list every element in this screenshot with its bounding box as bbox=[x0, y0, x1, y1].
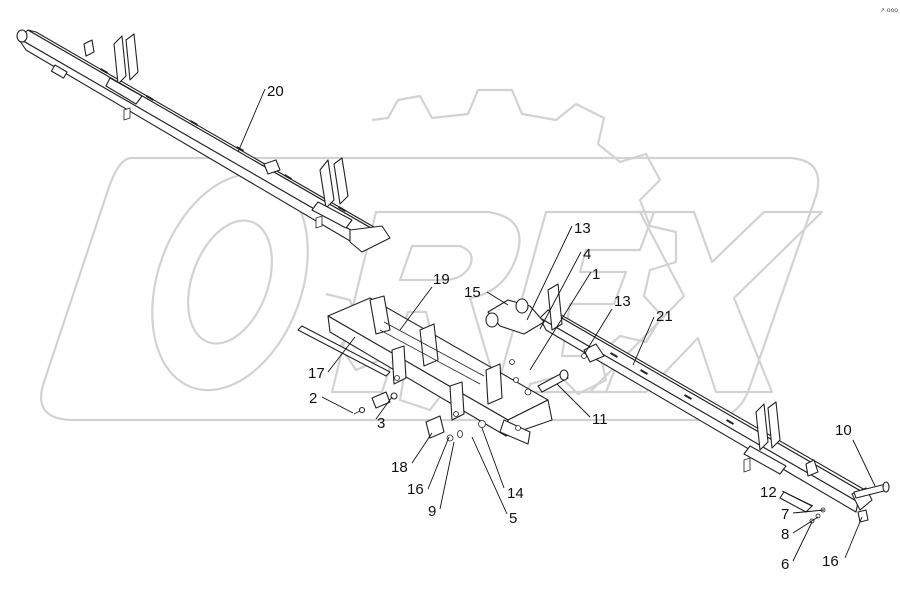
callout-label-c16b: 16 bbox=[822, 553, 839, 570]
corner-mark: ↗ ooo bbox=[880, 7, 898, 14]
part-10-end-pin bbox=[853, 481, 890, 499]
callout-labels: 20 13 41 15 19 13 21 17 2 3 11 18 16 14 9 5 10 127 8 6 16 bbox=[237, 83, 876, 573]
callout-label-c17: 17 bbox=[308, 365, 325, 382]
callout-leader-c7 bbox=[792, 509, 825, 514]
part-3-block bbox=[371, 391, 391, 409]
callout-leader-c12 bbox=[781, 490, 814, 507]
callout-leader-c13b bbox=[584, 308, 613, 354]
part-8-washer bbox=[815, 513, 821, 519]
callout-leader-c17 bbox=[327, 336, 356, 373]
callout-label-c18: 18 bbox=[391, 459, 408, 476]
part-3-nut bbox=[390, 392, 398, 400]
callout-label-c16a: 16 bbox=[407, 481, 424, 498]
callout-leader-c6 bbox=[792, 521, 813, 562]
callout-leader-c1 bbox=[529, 271, 592, 371]
callout-label-c12: 12 bbox=[760, 484, 777, 501]
callout-leader-c16b bbox=[844, 516, 863, 559]
part-16-nut-a bbox=[446, 434, 454, 442]
callout-label-c21: 21 bbox=[656, 308, 673, 325]
part-18-block bbox=[425, 415, 445, 439]
callout-label-c10: 10 bbox=[835, 422, 852, 439]
callout-label-c6: 6 bbox=[781, 556, 789, 573]
part-4-bolt bbox=[513, 377, 519, 383]
small-hardware bbox=[353, 353, 869, 524]
callout-label-c19: 19 bbox=[433, 271, 450, 288]
callout-label-c13b: 13 bbox=[614, 293, 631, 310]
callout-leader-c18 bbox=[411, 432, 433, 464]
part-19-center-frame bbox=[327, 295, 553, 445]
callout-label-c14: 14 bbox=[507, 485, 524, 502]
callout-label-c7: 7 bbox=[781, 506, 789, 523]
callout-leader-c3 bbox=[375, 396, 393, 420]
callout-label-c11: 11 bbox=[592, 411, 608, 428]
callout-leader-c9 bbox=[439, 441, 455, 510]
callout-leader-c4 bbox=[539, 251, 582, 330]
callout-label-c3: 3 bbox=[377, 415, 385, 432]
callout-label-c20: 20 bbox=[267, 83, 284, 100]
callout-leader-c15 bbox=[486, 291, 509, 306]
callout-leader-c13a bbox=[526, 225, 573, 321]
part-16-nut-b bbox=[857, 509, 869, 523]
part-21-lower-beam bbox=[539, 309, 873, 513]
part-15-bracket bbox=[485, 283, 563, 335]
callout-label-c15: 15 bbox=[464, 284, 481, 301]
callout-leader-c16a bbox=[427, 436, 450, 490]
callout-leader-c2 bbox=[321, 396, 354, 414]
callout-leader-c11 bbox=[556, 383, 591, 418]
callout-label-c5: 5 bbox=[509, 510, 517, 527]
watermark-gear-icon bbox=[325, 88, 678, 414]
callout-label-c8: 8 bbox=[781, 526, 789, 543]
callout-leader-c21 bbox=[632, 316, 655, 366]
part-13-screw-b bbox=[581, 353, 587, 359]
part-1-nut bbox=[524, 388, 532, 396]
callout-leader-c20 bbox=[237, 88, 266, 153]
part-20-upper-beam bbox=[16, 29, 391, 253]
callout-label-c13a: 13 bbox=[574, 220, 591, 237]
callout-label-c1: 1 bbox=[592, 266, 600, 283]
callout-label-c2: 2 bbox=[309, 390, 317, 407]
callout-leader-c14 bbox=[481, 427, 505, 489]
part-14-nut bbox=[478, 420, 486, 428]
callout-label-c9: 9 bbox=[428, 503, 436, 520]
part-11-pin bbox=[537, 369, 569, 393]
callout-label-c4: 4 bbox=[583, 246, 591, 263]
callout-leader-c8 bbox=[792, 516, 819, 534]
part-13-screw-a bbox=[509, 359, 515, 365]
part-9-washer bbox=[457, 430, 463, 438]
callout-leader-c5 bbox=[471, 436, 508, 515]
callout-leader-c10 bbox=[852, 439, 876, 487]
callout-leader-c19 bbox=[399, 286, 433, 331]
